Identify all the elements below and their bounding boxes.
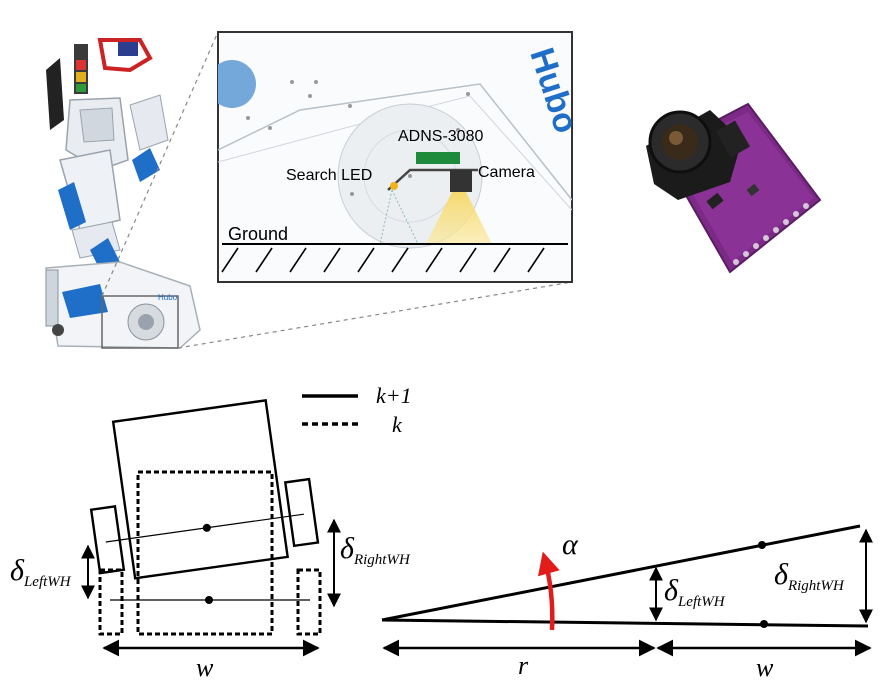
right-wheel-k: [296, 568, 322, 636]
delta-left-label-right: δLeftWH: [664, 574, 726, 610]
sensor-module-photo: [646, 102, 822, 274]
search-led-label: Search LED: [286, 167, 372, 184]
body-k: [136, 470, 274, 636]
adns-label: ADNS-3080: [398, 128, 483, 145]
adns-3080-board: [416, 152, 460, 164]
ground-hatching: [221, 247, 545, 273]
sensor-inset: Hubo ADNS-3080 Search LED Camera Ground: [217, 31, 573, 283]
ground-label: Ground: [228, 224, 288, 244]
right-wheel-k1: [283, 477, 320, 548]
center-k: [205, 596, 213, 604]
zoom-connector-top: [101, 31, 219, 297]
rotated-center-point: [758, 541, 766, 549]
left-kinematic-diagram: δLeftWH δRightWH w: [10, 399, 411, 682]
r-label: r: [518, 651, 529, 680]
robot-illustration: Hubo: [45, 38, 201, 349]
camera-block: [450, 170, 472, 192]
delta-right-label: δRightWH: [340, 532, 411, 568]
robot-brand-text: Hubo: [158, 293, 178, 302]
width-label: w: [196, 653, 214, 682]
baseline: [381, 618, 869, 628]
camera-label: Camera: [478, 164, 535, 181]
base-center-point: [760, 620, 768, 628]
rotated-line: [381, 524, 861, 622]
zoom-box: [101, 295, 179, 349]
camera-beam: [426, 192, 492, 244]
left-wheel-k: [98, 568, 124, 636]
body-k1: [111, 399, 290, 580]
right-geometry-diagram: α δLeftWH δRightWH r w: [381, 524, 873, 682]
legend-solid-label: k+1: [376, 383, 412, 408]
zoom-connector-bottom: [177, 281, 573, 349]
legend-dashed-label: k: [392, 412, 403, 437]
left-wheel-k1: [89, 505, 126, 575]
search-led: [390, 182, 398, 190]
center-k1: [202, 523, 211, 532]
delta-right-label-right: δRightWH: [774, 558, 845, 594]
body-k1-group: [89, 399, 320, 580]
legend: k+1 k: [302, 383, 412, 437]
alpha-label: α: [562, 528, 579, 561]
delta-left-label: δLeftWH: [10, 554, 72, 590]
w-label-right: w: [756, 653, 774, 682]
alpha-arrow: [537, 551, 560, 631]
